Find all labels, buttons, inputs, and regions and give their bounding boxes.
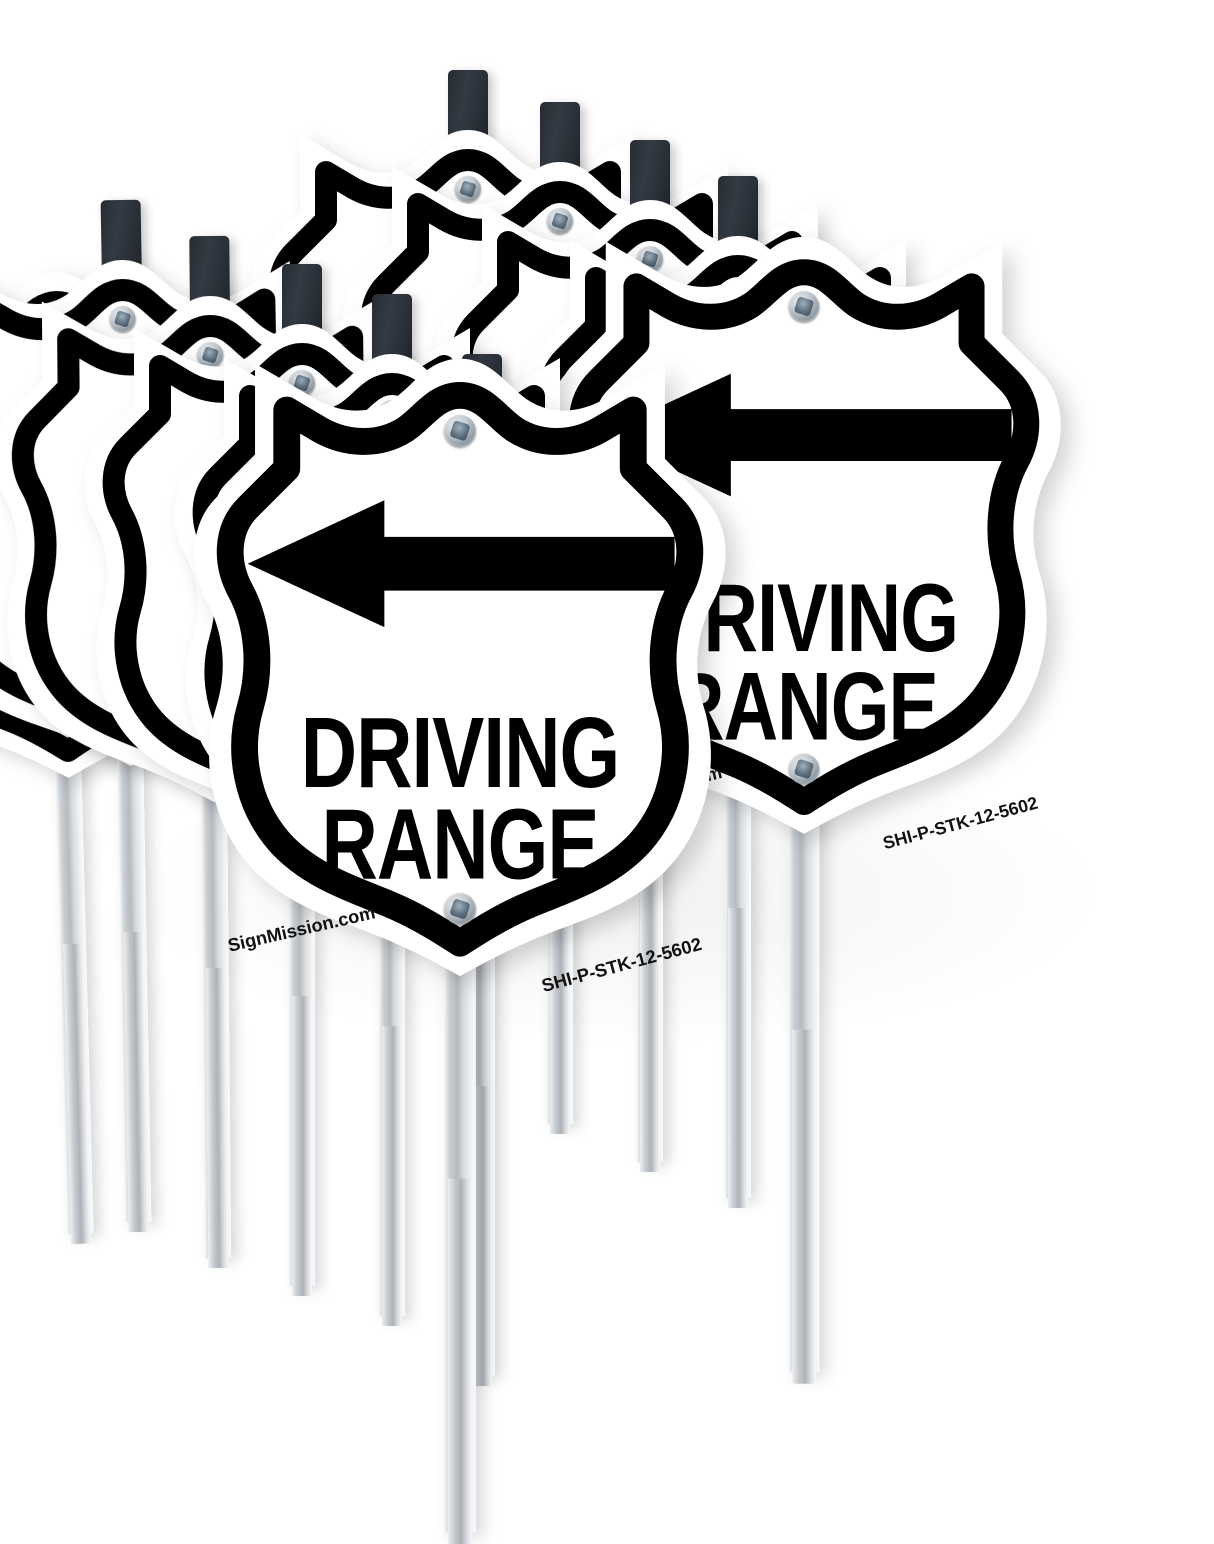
mounting-screw-bottom bbox=[788, 753, 820, 785]
mounting-screw-top bbox=[444, 414, 476, 447]
metal-stake bbox=[444, 897, 476, 1544]
mounting-screw-top bbox=[788, 291, 820, 322]
mounting-screw-top bbox=[547, 208, 573, 234]
metal-stake bbox=[788, 758, 820, 1384]
mounting-screw-bottom bbox=[444, 893, 476, 925]
mounting-screw-top bbox=[455, 176, 481, 202]
yard-sign[interactable]: DRIVING RANGE SignMission.com SHI-P-STK-… bbox=[179, 342, 740, 1544]
product-photo-canvas: DRIVING RANGE SignMission.com SHI-P-STK-… bbox=[0, 0, 1214, 1214]
